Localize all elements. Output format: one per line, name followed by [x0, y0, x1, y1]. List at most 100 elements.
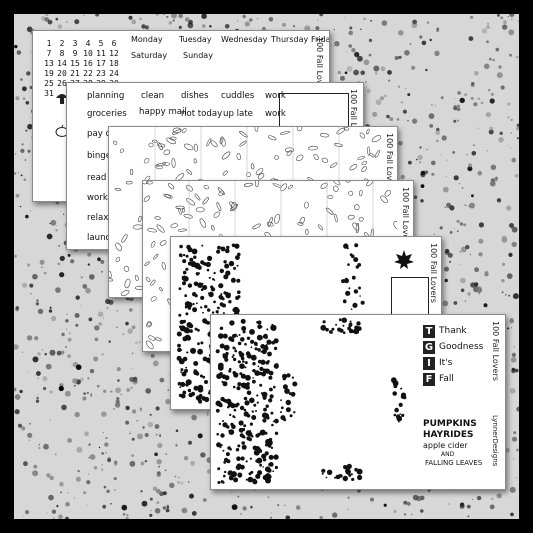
calendar-day: 8	[59, 49, 65, 58]
speckle-dot	[129, 431, 131, 433]
speckle-dot	[387, 70, 392, 75]
speckle-dot	[478, 97, 480, 100]
leaf-doodle	[220, 137, 226, 147]
dot	[193, 255, 197, 259]
speckle-dot	[29, 423, 31, 425]
dot	[195, 395, 202, 401]
speckle-dot	[509, 14, 515, 17]
dot	[261, 348, 267, 355]
speckle-dot	[431, 160, 436, 166]
dot	[342, 324, 345, 327]
speckle-dot	[473, 102, 478, 107]
speckle-dot	[453, 244, 455, 246]
leaf-doodle	[279, 131, 291, 135]
speckle-dot	[25, 129, 28, 132]
leaf-doodle	[177, 228, 187, 232]
speckle-dot	[360, 28, 362, 31]
dot	[241, 441, 245, 445]
speckle-dot	[116, 367, 121, 372]
speckle-dot	[101, 452, 104, 455]
speckle-dot	[66, 313, 68, 315]
speckle-dot	[473, 282, 479, 287]
speckle-dot	[465, 244, 470, 250]
dot	[219, 343, 225, 349]
quote-line: HAYRIDES	[423, 430, 474, 440]
speckle-dot	[499, 131, 503, 135]
speckle-dot	[156, 472, 161, 478]
dot	[234, 333, 237, 337]
speckle-dot	[56, 225, 58, 226]
speckle-dot	[470, 96, 474, 100]
speckle-dot	[36, 299, 39, 302]
speckle-dot	[60, 491, 63, 494]
speckle-dot	[98, 322, 102, 326]
maple-leaf-icon	[394, 250, 414, 269]
dot	[183, 276, 189, 282]
speckle-dot	[411, 65, 416, 70]
speckle-dot	[456, 107, 461, 112]
dot	[234, 243, 240, 249]
dot	[268, 454, 274, 460]
speckle-dot	[394, 56, 399, 60]
dot	[246, 336, 251, 340]
speckle-dot	[102, 504, 107, 509]
leaf-doodle	[266, 221, 274, 227]
dot	[261, 337, 263, 340]
speckle-dot	[86, 480, 91, 485]
speckle-dot	[459, 97, 465, 104]
leaf-doodle	[252, 223, 261, 230]
speckle-dot	[269, 516, 273, 519]
dot	[216, 442, 222, 448]
speckle-dot	[47, 19, 53, 25]
speckle-dot	[398, 30, 404, 36]
speckle-dot	[411, 22, 418, 29]
leaf-doodle	[355, 222, 360, 233]
tgif-word: Fall	[439, 374, 454, 384]
speckle-dot	[163, 14, 165, 16]
speckle-dot	[517, 20, 519, 22]
calendar-day: 21	[70, 69, 80, 78]
dot	[208, 292, 210, 295]
speckle-dot	[130, 386, 133, 389]
speckle-dot	[82, 396, 87, 401]
dot	[222, 312, 225, 315]
dot	[224, 263, 230, 269]
dot	[255, 410, 257, 412]
speckle-dot	[510, 132, 512, 134]
calendar-day: 31	[44, 89, 54, 98]
speckle-dot	[510, 18, 513, 20]
speckle-dot	[97, 257, 101, 262]
leaf-doodle	[343, 127, 350, 131]
speckle-dot	[346, 51, 348, 52]
dot	[222, 381, 228, 387]
leaf-doodle	[172, 127, 182, 134]
dot	[251, 415, 257, 420]
speckle-dot	[426, 148, 428, 151]
speckle-dot	[360, 70, 366, 76]
leaf-doodle	[143, 158, 150, 164]
speckle-dot	[126, 514, 129, 517]
dot	[396, 415, 403, 422]
dot	[250, 435, 254, 438]
dot	[217, 467, 221, 471]
dot	[284, 388, 290, 394]
dot	[273, 363, 279, 369]
leaf-doodle	[178, 207, 182, 215]
leaf-doodle	[231, 201, 237, 211]
speckle-dot	[412, 118, 418, 124]
speckle-dot	[511, 226, 518, 233]
word-sticker: up late	[223, 109, 253, 119]
speckle-dot	[79, 377, 84, 382]
dot	[273, 385, 276, 389]
dot	[249, 329, 252, 333]
leaf-doodle	[217, 187, 225, 195]
dot	[267, 444, 272, 448]
speckle-dot	[509, 53, 512, 57]
speckle-dot	[389, 117, 394, 121]
speckle-dot	[149, 413, 152, 416]
speckle-dot	[102, 431, 104, 433]
speckle-dot	[159, 491, 164, 497]
speckle-dot	[174, 475, 177, 478]
speckle-dot	[22, 282, 28, 288]
speckle-dot	[386, 114, 390, 119]
